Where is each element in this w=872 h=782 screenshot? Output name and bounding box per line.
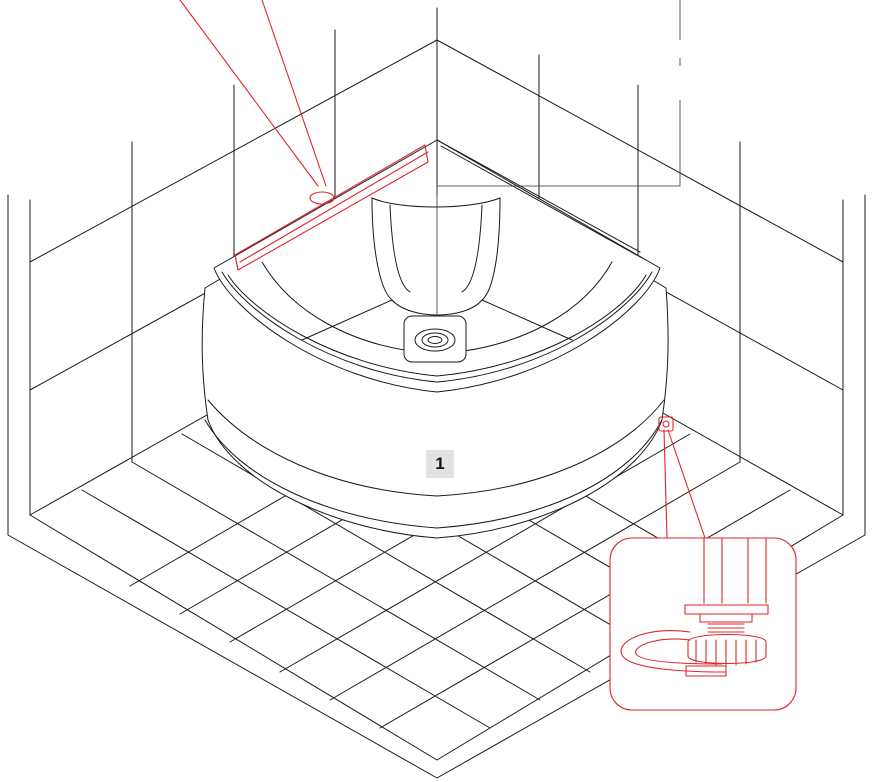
sealing-strip-highlight bbox=[179, 0, 429, 271]
shower-tray bbox=[201, 0, 681, 539]
part-number-label: 1 bbox=[426, 450, 454, 478]
adjustable-foot-detail bbox=[609, 416, 797, 711]
